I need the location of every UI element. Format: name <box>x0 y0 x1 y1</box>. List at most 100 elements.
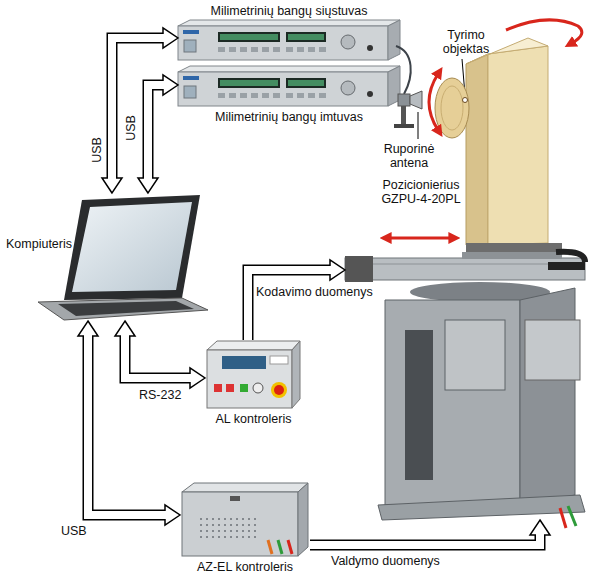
al-controller-figure <box>226 384 234 392</box>
laptop-figure <box>64 195 200 300</box>
azel-controller-figure <box>278 540 282 554</box>
device-label: AL kontroleris <box>216 412 292 426</box>
signal-label: Kodavimo duomenys <box>255 285 374 299</box>
positioner-figure <box>568 506 576 526</box>
positioner-figure <box>462 252 562 259</box>
azel-controller-figure <box>200 518 260 542</box>
signal-arrow <box>78 321 180 525</box>
arrow-head <box>78 321 98 336</box>
positioner-figure <box>466 54 488 245</box>
arrow-outline <box>88 334 167 515</box>
azel-controller-figure <box>182 483 308 492</box>
device-name: Pozicionierius GZPU-4-20PL <box>378 178 464 206</box>
device-node: AL kontroleris <box>205 340 302 410</box>
device-label: Pozicionierius GZPU-4-20PL <box>378 178 464 206</box>
signal-label: RS-232 <box>138 388 182 402</box>
signal-arrow <box>138 75 178 193</box>
arrow-head <box>530 520 550 535</box>
positioner-figure <box>385 300 520 505</box>
positioner-figure <box>463 98 468 103</box>
arrow-outline <box>112 38 165 180</box>
signal-label: Valdymo duomenys <box>330 554 441 568</box>
azel-controller-figure <box>288 540 292 554</box>
signal-label: USB <box>60 524 88 538</box>
arrow-head <box>190 368 205 388</box>
laptop-figure <box>58 301 194 316</box>
part-label: Ruporinė antena <box>380 142 438 170</box>
signal-arrow <box>102 28 178 193</box>
positioner-figure <box>466 243 562 253</box>
device-node: Milimetrinių bangų imtuvas <box>178 62 400 108</box>
laptop-figure <box>38 195 208 320</box>
horn-antenna <box>396 46 411 94</box>
arrow-head <box>330 260 345 280</box>
al-controller-figure <box>292 341 300 408</box>
device-label: Milimetrinių bangų imtuvas <box>215 110 363 124</box>
arrow-inner <box>125 335 192 379</box>
positioner-figure <box>548 262 585 270</box>
device-label: AZ-EL kontroleris <box>197 560 293 574</box>
azel-controller-figure <box>268 540 272 554</box>
al-controller-figure <box>274 385 284 395</box>
laptop-figure <box>38 298 208 320</box>
azel-controller-figure <box>230 496 240 501</box>
signal-arrow <box>248 260 345 340</box>
signal-label: USB <box>90 136 104 164</box>
positioner-figure <box>405 330 433 480</box>
horn-antenna <box>398 94 410 106</box>
positioner-figure <box>345 38 585 528</box>
al-controller-figure <box>270 356 288 364</box>
device-node: AZ-EL kontroleris <box>180 482 310 558</box>
arrow-inner <box>310 534 540 546</box>
arrow-head <box>163 28 178 48</box>
al-controller-figure <box>207 341 300 408</box>
device-name: AL kontroleris <box>216 412 292 426</box>
positioner-figure <box>345 256 373 282</box>
horn-antenna <box>410 91 422 109</box>
arrow-inner <box>112 38 165 180</box>
azel-controller-figure <box>182 483 308 556</box>
al-controller-figure <box>271 382 287 398</box>
positioner-figure <box>345 258 585 280</box>
device-name: AZ-EL kontroleris <box>197 560 293 574</box>
positioner-figure <box>560 508 566 528</box>
motion-arrow <box>506 20 582 43</box>
transmitter-unit <box>178 20 400 60</box>
device-node: Kompiuteris <box>78 193 210 321</box>
al-controller-figure <box>222 356 266 369</box>
azel-controller-figure <box>298 483 308 556</box>
receiver-unit <box>178 66 400 106</box>
positioner-figure <box>525 320 580 380</box>
signal-arrow <box>115 321 205 388</box>
azel-controller-figure <box>182 492 298 556</box>
arrow-outline <box>125 334 192 378</box>
motion-arrow <box>388 237 452 240</box>
device-node: Milimetrinių bangų siųstuvas <box>178 20 400 60</box>
horn-antenna <box>401 106 406 124</box>
device-name: Milimetrinių bangų siųstuvas <box>210 4 367 18</box>
leader-line <box>418 112 419 139</box>
arrow-inner <box>88 335 167 516</box>
arrow-outline <box>148 85 165 180</box>
arrow-head <box>115 321 135 336</box>
positioner-figure <box>445 320 505 390</box>
positioner-figure <box>435 78 469 138</box>
arrow-head <box>163 75 178 95</box>
al-controller-figure <box>207 341 300 350</box>
device-label: Kompiuteris <box>6 237 72 251</box>
al-controller-figure <box>253 383 263 393</box>
positioner-figure <box>556 252 585 262</box>
part-label: Tyrimo objektas <box>432 28 500 56</box>
device-label: Milimetrinių bangų siųstuvas <box>210 4 367 18</box>
laptop-figure <box>72 202 192 292</box>
arrow-head <box>102 178 122 193</box>
al-controller-figure <box>207 350 292 408</box>
arrow-head <box>138 178 158 193</box>
al-controller-figure <box>214 384 222 392</box>
positioner-figure <box>441 86 463 130</box>
arrow-inner <box>148 85 165 180</box>
device-name: Milimetrinių bangų imtuvas <box>215 110 363 124</box>
horn-antenna <box>394 124 414 128</box>
positioner-figure <box>378 495 585 520</box>
